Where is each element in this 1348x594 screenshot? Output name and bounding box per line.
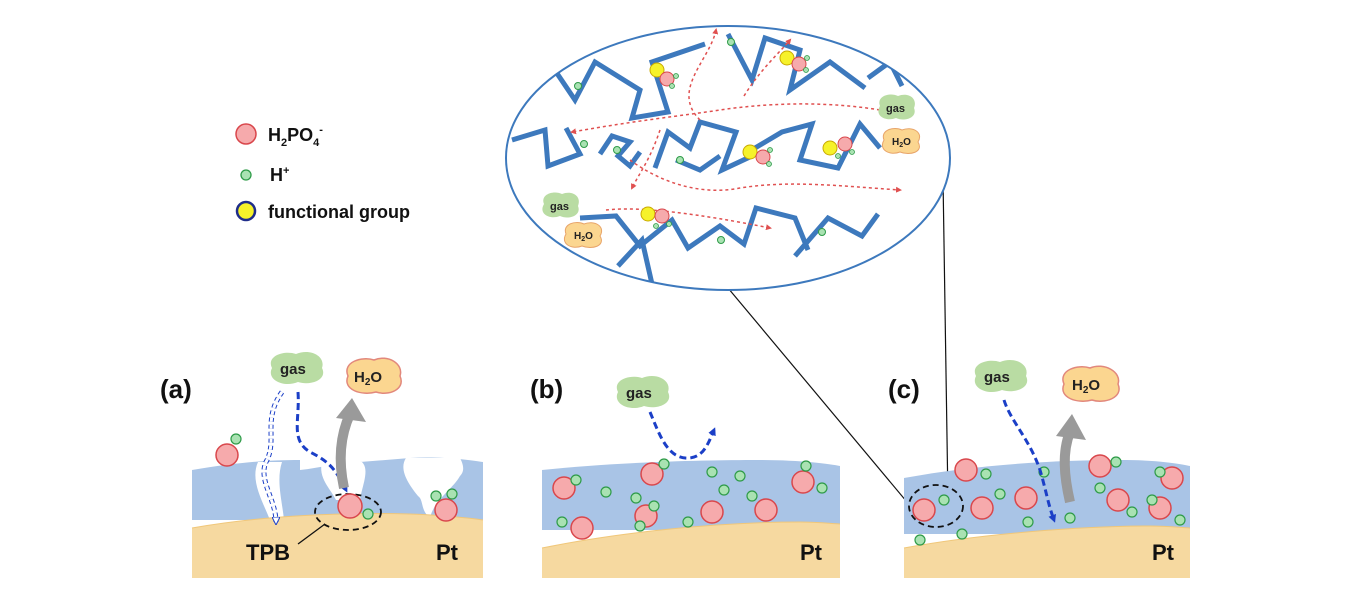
- svg-text:H2O: H2O: [1072, 377, 1100, 396]
- panel-c-water-bubble: H2O: [1062, 365, 1120, 402]
- panel-a-water-bubble: H2O: [346, 357, 402, 394]
- svg-text:gas: gas: [886, 103, 905, 115]
- proton-legend-icon: [240, 169, 252, 181]
- panel-a-gas-bubble: gas: [270, 351, 324, 385]
- svg-text:gas: gas: [984, 369, 1010, 386]
- zoom-detail: gas H2O gas H2O: [505, 25, 951, 291]
- panel-c-platinum: [904, 526, 1190, 578]
- panel-b-gas-arrow: [648, 411, 716, 460]
- panel-a-pt-label: Pt: [436, 540, 459, 565]
- panel-c-water-arrow: [1059, 430, 1075, 504]
- phosphate-legend-label: H2PO4-: [268, 124, 323, 149]
- functional-group-legend-label: functional group: [268, 202, 410, 222]
- panel-a-water-arrow: [335, 411, 355, 490]
- panel-b-gas-bubble: gas: [616, 375, 670, 409]
- zoom-callout-lines: [727, 177, 949, 509]
- panel-c-zoom-region: [908, 484, 964, 528]
- proton-legend-label: H+: [270, 165, 289, 185]
- phosphate-legend-icon: [235, 123, 257, 145]
- panel-b-platinum: [542, 522, 840, 578]
- panel-c-label: (c): [888, 374, 920, 404]
- panel-a: (a) TPB Pt gas H2O: [160, 351, 484, 578]
- tpb-label: TPB: [246, 540, 290, 565]
- panel-c: (c) Pt gas H2O: [888, 359, 1191, 578]
- panel-b-pt-label: Pt: [800, 540, 823, 565]
- panel-b: (b) Pt gas: [530, 374, 841, 578]
- svg-text:H2O: H2O: [354, 369, 382, 388]
- svg-text:gas: gas: [626, 385, 652, 402]
- functional-group-clusters: [640, 50, 855, 229]
- gas-bubble-zoom-2: gas: [542, 192, 579, 218]
- panel-c-gas-bubble: gas: [974, 359, 1028, 393]
- panel-c-pt-label: Pt: [1152, 540, 1175, 565]
- gas-bubble-zoom-1: gas: [878, 94, 915, 120]
- panel-a-platinum: [192, 513, 483, 578]
- functional-group-legend-icon: [235, 200, 257, 222]
- free-protons-zoom: [574, 38, 826, 244]
- polymer-chains: [511, 32, 905, 285]
- water-bubble-zoom-1: H2O: [882, 127, 920, 155]
- proton-transport-paths: [570, 28, 902, 231]
- svg-text:H2O: H2O: [892, 137, 911, 149]
- panel-a-label: (a): [160, 374, 192, 404]
- svg-text:gas: gas: [550, 201, 569, 213]
- svg-text:gas: gas: [280, 361, 306, 378]
- panel-c-gas-arrow: [1002, 399, 1056, 523]
- svg-text:H2O: H2O: [574, 231, 593, 243]
- panel-b-label: (b): [530, 374, 563, 404]
- legend: H2PO4- H+ functional group: [235, 123, 410, 222]
- water-bubble-zoom-2: H2O: [564, 221, 602, 249]
